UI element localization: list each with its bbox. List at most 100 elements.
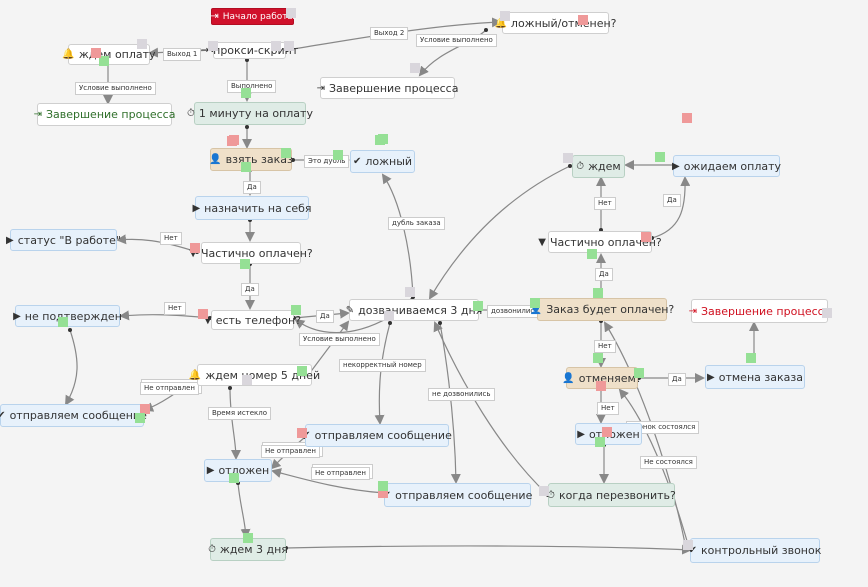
input-port[interactable] bbox=[137, 39, 147, 49]
node-when-call[interactable]: ⏱когда перезвонить? bbox=[547, 483, 676, 507]
edge-label: Нет bbox=[597, 402, 619, 415]
edge-connector[interactable] bbox=[119, 310, 211, 321]
node-await-pay[interactable]: ▶ожидаем оплату bbox=[672, 155, 781, 177]
edge-connector[interactable] bbox=[651, 176, 691, 239]
output-port-fail[interactable] bbox=[682, 113, 692, 123]
output-port-fail[interactable] bbox=[198, 309, 208, 319]
input-port[interactable] bbox=[822, 308, 832, 318]
node-one-min[interactable]: ⏱1 минуту на оплату bbox=[187, 102, 313, 125]
output-port-success[interactable] bbox=[473, 301, 483, 311]
check-icon: ✔ bbox=[352, 156, 362, 167]
output-port-success[interactable] bbox=[333, 150, 343, 160]
input-port[interactable] bbox=[384, 311, 394, 321]
input-port[interactable] bbox=[410, 63, 420, 73]
node-wait3[interactable]: ⏱ждем 3 дня bbox=[208, 538, 288, 561]
node-partial2[interactable]: ▼Частично оплачен? bbox=[538, 231, 662, 253]
node-start[interactable]: ⇥Начало работы bbox=[210, 8, 295, 25]
edge-label: Да bbox=[243, 181, 261, 194]
edge-label: Да bbox=[595, 268, 613, 281]
node-hasphone[interactable]: ▼есть телефон? bbox=[204, 310, 301, 330]
edge-connector[interactable] bbox=[237, 482, 251, 539]
input-port[interactable] bbox=[242, 375, 252, 385]
edge-connector[interactable] bbox=[64, 329, 78, 406]
output-port-fail[interactable] bbox=[641, 232, 651, 242]
node-finish1[interactable]: ⇥Завершение процесса bbox=[34, 103, 175, 126]
edge-label: Не отправлен bbox=[140, 382, 199, 395]
output-port-fail[interactable] bbox=[596, 381, 606, 391]
node-false[interactable]: ✔ложный bbox=[350, 150, 415, 173]
node-dial[interactable]: ✎дозваниваемся 3 дня bbox=[346, 299, 482, 321]
output-port-fail[interactable] bbox=[140, 404, 150, 414]
node-wait5[interactable]: 🔔ждем номер 5 дней bbox=[189, 364, 320, 386]
input-port[interactable] bbox=[563, 153, 573, 163]
node-lozhny-otm[interactable]: 🔔ложный/отменен? bbox=[494, 12, 617, 34]
edge-connector[interactable] bbox=[374, 322, 391, 425]
arrow-right-icon: → bbox=[200, 45, 210, 56]
node-cancel[interactable]: ▶отмена заказа bbox=[705, 365, 805, 389]
node-wait[interactable]: ⏱ждем bbox=[572, 155, 625, 178]
output-port-success[interactable] bbox=[297, 366, 307, 376]
input-port[interactable] bbox=[208, 41, 218, 51]
output-port-fail[interactable] bbox=[578, 15, 588, 25]
output-port-success[interactable] bbox=[135, 413, 145, 423]
node-partial1[interactable]: ▼Частично оплачен? bbox=[189, 242, 313, 264]
node-cancel-q[interactable]: 👤отменяем? bbox=[562, 367, 642, 389]
node-notconf[interactable]: ▶не подтвержден bbox=[13, 305, 122, 327]
node-finish3[interactable]: ⇥Завершение процесса bbox=[689, 299, 830, 323]
output-port-success[interactable] bbox=[593, 288, 603, 298]
input-port[interactable] bbox=[683, 540, 693, 550]
output-port-success[interactable] bbox=[243, 533, 253, 543]
output-port-success[interactable] bbox=[291, 305, 301, 315]
output-port-success[interactable] bbox=[593, 353, 603, 363]
output-port-fail[interactable] bbox=[297, 428, 307, 438]
node-finish2[interactable]: ⇥Завершение процесса bbox=[317, 77, 458, 99]
edge-connector[interactable] bbox=[285, 544, 692, 555]
output-port-success[interactable] bbox=[229, 473, 239, 483]
node-assign[interactable]: ▶назначить на себя bbox=[192, 196, 312, 220]
edge-connector[interactable] bbox=[439, 322, 461, 484]
input-port[interactable] bbox=[500, 11, 510, 21]
edge-connector[interactable] bbox=[381, 173, 414, 298]
node-control[interactable]: ✔контрольный звонок bbox=[689, 538, 821, 563]
edge-connector[interactable] bbox=[229, 387, 241, 460]
node-status[interactable]: ▶статус "В работе" bbox=[6, 229, 121, 251]
output-port-fail[interactable] bbox=[190, 243, 200, 253]
play-icon: ▶ bbox=[206, 465, 215, 476]
output-port-success[interactable] bbox=[240, 259, 250, 269]
input-port[interactable] bbox=[405, 287, 415, 297]
output-port-success[interactable] bbox=[378, 481, 388, 491]
edge-connector[interactable] bbox=[433, 321, 549, 496]
output-port-success[interactable] bbox=[595, 437, 605, 447]
output-port-success[interactable] bbox=[241, 162, 251, 172]
input-port[interactable] bbox=[286, 8, 296, 18]
input-port[interactable] bbox=[271, 41, 281, 51]
output-port-success[interactable] bbox=[99, 56, 109, 66]
node-send3[interactable]: ✔отправляем сообщение bbox=[0, 404, 147, 427]
edge-label: Нет bbox=[594, 340, 616, 353]
output-port-success[interactable] bbox=[634, 368, 644, 378]
clock-icon: ⏱ bbox=[187, 108, 195, 119]
output-port-fail[interactable] bbox=[602, 427, 612, 437]
output-port-fail[interactable] bbox=[229, 135, 239, 145]
output-port-success[interactable] bbox=[241, 88, 251, 98]
output-port-success[interactable] bbox=[746, 353, 756, 363]
output-port-fail[interactable] bbox=[378, 488, 388, 498]
edge-connector[interactable] bbox=[618, 388, 690, 549]
output-port-fail[interactable] bbox=[91, 48, 101, 58]
node-send2[interactable]: ✔отправляем сообщение bbox=[383, 483, 532, 507]
edge-connector[interactable] bbox=[116, 234, 198, 253]
output-port-success[interactable] bbox=[281, 148, 291, 158]
input-port[interactable] bbox=[539, 486, 549, 496]
input-port[interactable] bbox=[284, 41, 294, 51]
output-port-success[interactable] bbox=[530, 298, 540, 308]
node-send1[interactable]: ✔отправляем сообщение bbox=[302, 424, 452, 447]
play-icon: ▶ bbox=[6, 234, 14, 246]
node-will-pay[interactable]: 👤Заказ будет оплачен? bbox=[530, 298, 674, 321]
output-port-success[interactable] bbox=[58, 317, 68, 327]
node-take[interactable]: 👤взять заказ bbox=[209, 148, 293, 171]
output-port-success[interactable] bbox=[378, 134, 388, 144]
node-label: ждем номер 5 дней bbox=[205, 368, 321, 382]
output-port-success[interactable] bbox=[587, 249, 597, 259]
output-port-success[interactable] bbox=[655, 152, 665, 162]
